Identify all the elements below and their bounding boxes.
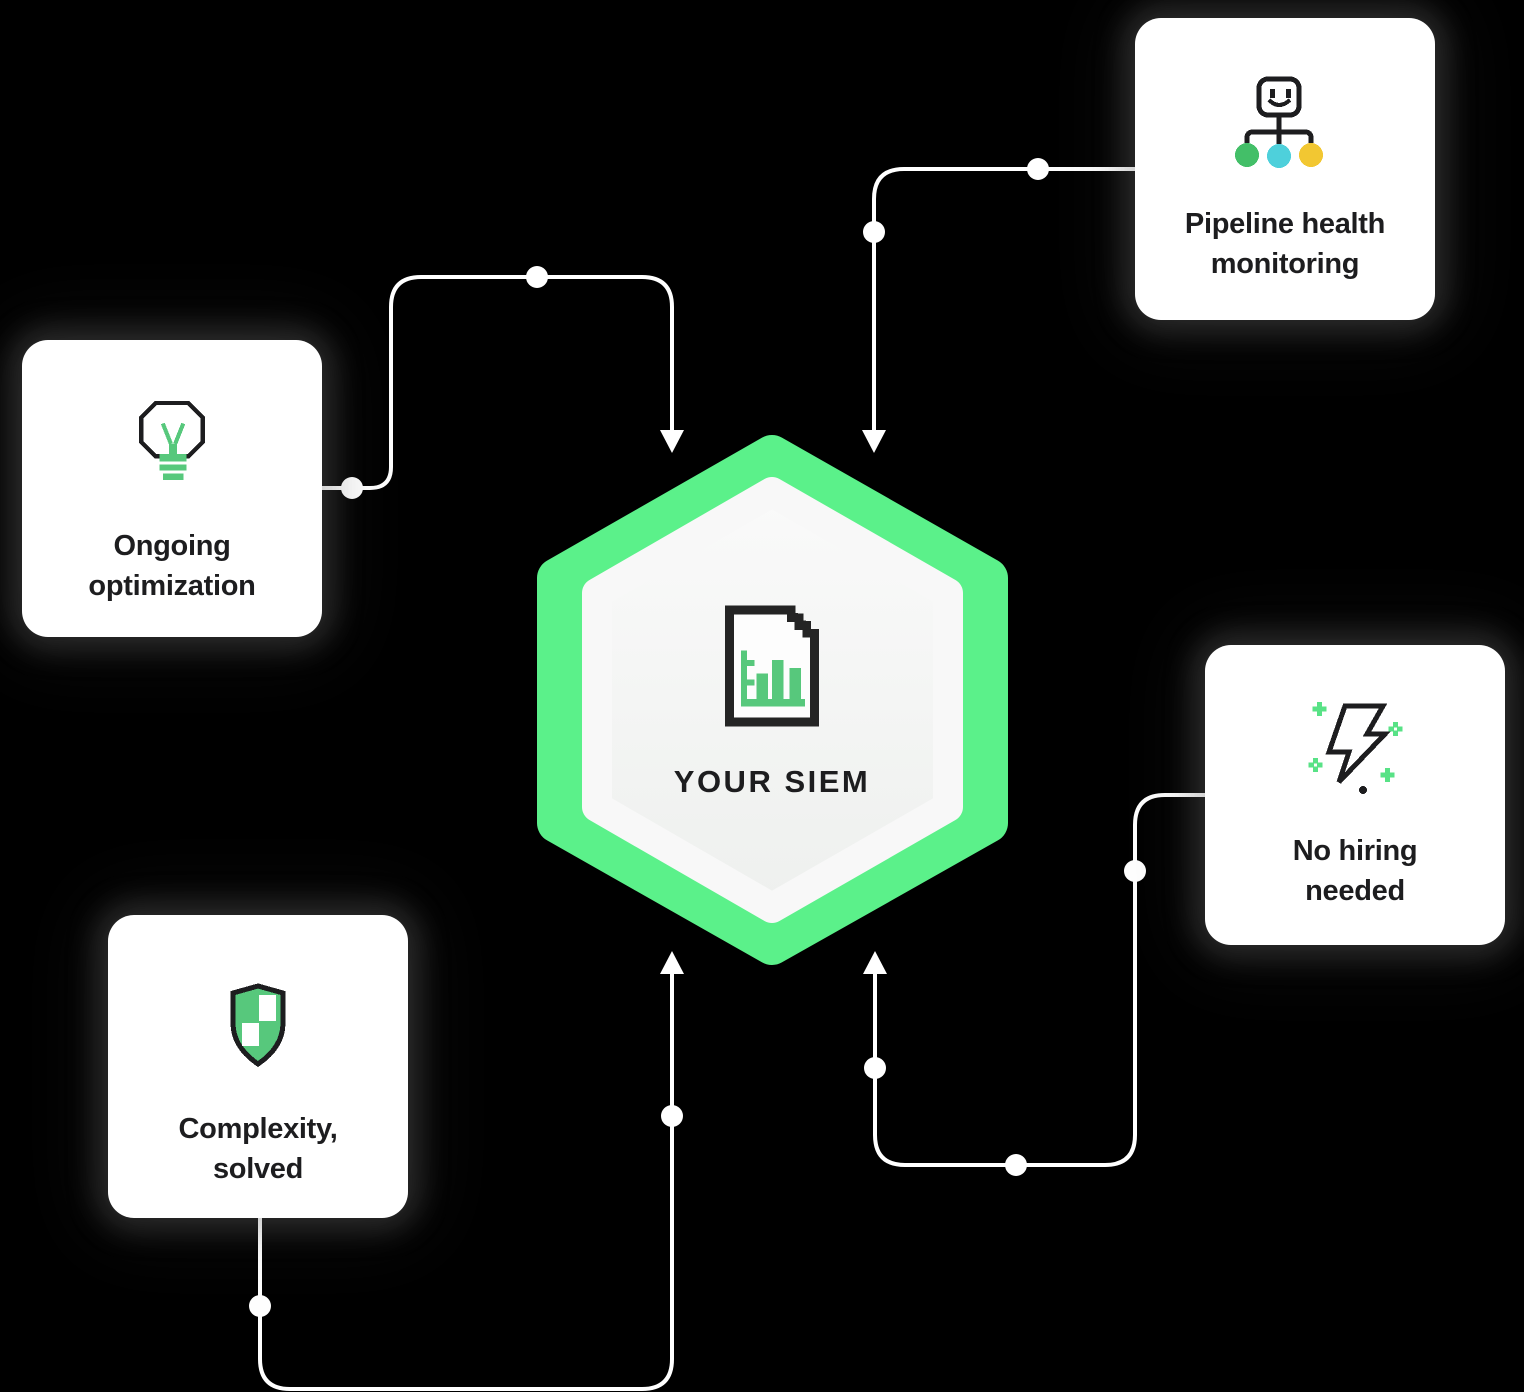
lightbulb-icon (139, 401, 205, 480)
wire-path (318, 275, 674, 490)
wire-node-dot (249, 1295, 271, 1317)
wire-node-dot (863, 221, 885, 243)
arrowhead-up (660, 951, 684, 974)
wire-node-dot (341, 477, 363, 499)
lightning-icon (1308, 702, 1403, 794)
wire-path (872, 167, 1137, 431)
connector-complexity-to-siem (249, 951, 684, 1391)
document-chart-icon (725, 605, 819, 727)
card-label-line: solved (212, 1153, 304, 1185)
connector-nohiring-to-siem (863, 793, 1207, 1176)
card-complexity-solved: Complexity, solved (108, 915, 408, 1218)
card-no-hiring-needed: No hiring needed (1205, 645, 1505, 945)
connector-pipeline-to-siem (862, 158, 1137, 453)
wire-node-dot (661, 1105, 683, 1127)
card-label-line: monitoring (1210, 248, 1360, 280)
connector-ongoing-to-siem (318, 266, 684, 499)
wire-node-dot (526, 266, 548, 288)
card-label-line: needed (1305, 875, 1405, 907)
wire-node-dot (864, 1057, 886, 1079)
card-pipeline-health: Pipeline health monitoring (1135, 18, 1435, 320)
org-chart-smiley-icon (1235, 76, 1323, 168)
card-ongoing-optimization: Ongoing optimization (22, 340, 322, 637)
siem-hexagon-content: YOUR SIEM (547, 455, 997, 945)
wire-node-dot (1005, 1154, 1027, 1176)
your-siem-label: YOUR SIEM (673, 764, 871, 799)
wire-node-dot (1124, 860, 1146, 882)
arrowhead-up (863, 951, 887, 974)
card-label-line: No hiring (1292, 835, 1418, 867)
card-label-line: optimization (88, 570, 256, 602)
arrowhead-down (862, 430, 886, 453)
card-label-line: Pipeline health (1184, 208, 1386, 240)
wire-path (873, 793, 1207, 1167)
card-label-line: Complexity, (178, 1113, 338, 1145)
wire-path (258, 973, 674, 1391)
shield-icon (230, 983, 286, 1068)
card-label-line: Ongoing (113, 530, 231, 562)
wire-node-dot (1027, 158, 1049, 180)
arrowhead-down (660, 430, 684, 453)
